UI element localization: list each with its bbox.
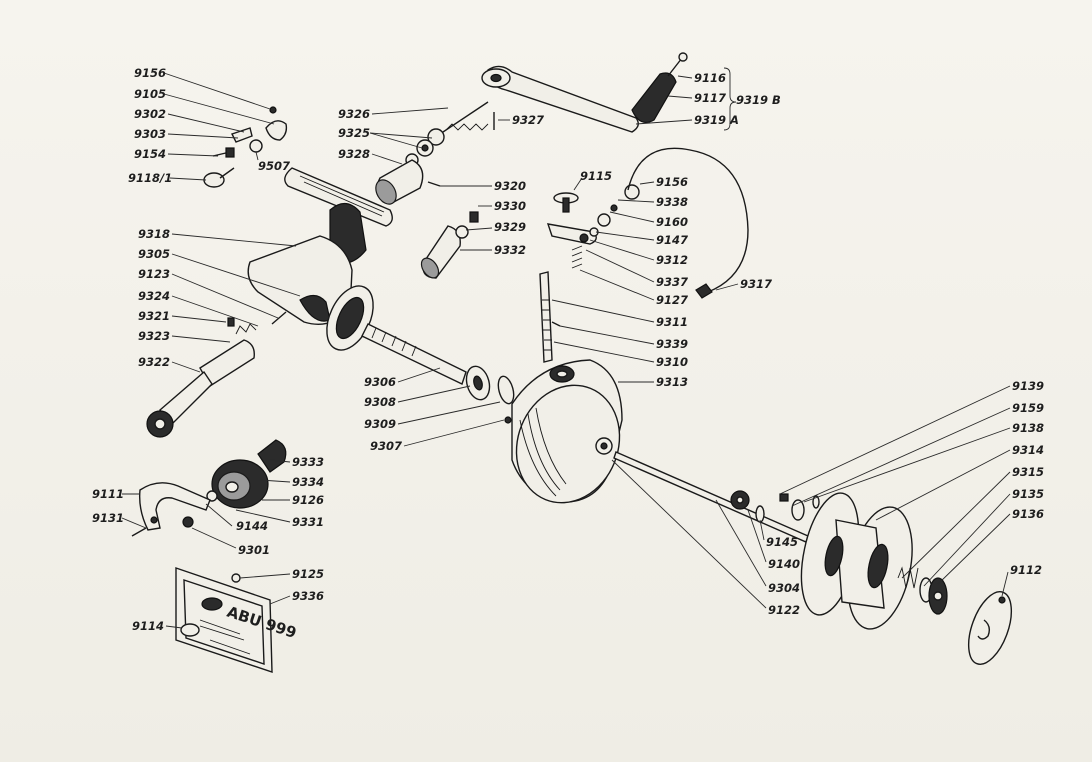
label-9319-a: 9319 A bbox=[694, 113, 739, 127]
label-9317: 9317 bbox=[740, 277, 772, 291]
label-9307: 9307 bbox=[370, 439, 402, 453]
label-9333: 9333 bbox=[292, 455, 324, 469]
label-9125: 9125 bbox=[292, 567, 324, 581]
label-9321: 9321 bbox=[138, 309, 170, 323]
label-9116: 9116 bbox=[694, 71, 726, 85]
label-9117: 9117 bbox=[694, 91, 726, 105]
label-9315: 9315 bbox=[1012, 465, 1044, 479]
label-9301: 9301 bbox=[238, 543, 270, 557]
brake-parts-cluster bbox=[546, 147, 749, 299]
label-9322: 9322 bbox=[138, 355, 170, 369]
label-9326: 9326 bbox=[338, 107, 370, 121]
label-9302: 9302 bbox=[134, 107, 166, 121]
small-screws-top-left bbox=[203, 106, 288, 188]
label-9304: 9304 bbox=[768, 581, 800, 595]
reel-parts-drawing bbox=[131, 52, 1013, 673]
label-9160: 9160 bbox=[656, 215, 688, 229]
label-9318: 9318 bbox=[138, 227, 170, 241]
label-9312: 9312 bbox=[656, 253, 688, 267]
label-9338: 9338 bbox=[656, 195, 688, 209]
label-9105: 9105 bbox=[134, 87, 166, 101]
label-9328: 9328 bbox=[338, 147, 370, 161]
label-9306: 9306 bbox=[364, 375, 396, 389]
sleeve-part bbox=[420, 211, 479, 279]
drag-spring-part bbox=[897, 566, 948, 615]
label-9303: 9303 bbox=[134, 127, 166, 141]
label-9339: 9339 bbox=[656, 337, 688, 351]
label-9127: 9127 bbox=[656, 293, 688, 307]
label-9156-a: 9156 bbox=[134, 66, 166, 80]
label-9305: 9305 bbox=[138, 247, 170, 261]
label-9123: 9123 bbox=[138, 267, 170, 281]
label-9313: 9313 bbox=[656, 375, 688, 389]
label-9139: 9139 bbox=[1012, 379, 1044, 393]
pawl-pin-part bbox=[539, 271, 561, 363]
label-9112: 9112 bbox=[1010, 563, 1042, 577]
spool-part bbox=[800, 492, 913, 630]
crank-handle-part bbox=[481, 52, 688, 133]
label-9308: 9308 bbox=[364, 395, 396, 409]
label-9330: 9330 bbox=[494, 199, 526, 213]
part-labels: 9156 9105 9302 9303 9154 9118/1 9507 932… bbox=[92, 66, 1044, 642]
leader-lines bbox=[121, 72, 1011, 629]
label-9145: 9145 bbox=[766, 535, 798, 549]
label-9325: 9325 bbox=[338, 126, 370, 140]
label-9334: 9334 bbox=[292, 475, 324, 489]
label-9144: 9144 bbox=[236, 519, 268, 533]
frame-body-part bbox=[247, 167, 393, 351]
label-9507: 9507 bbox=[258, 159, 290, 173]
lever-part bbox=[131, 482, 211, 537]
label-9114: 9114 bbox=[132, 619, 164, 633]
label-9324: 9324 bbox=[138, 289, 170, 303]
label-9126: 9126 bbox=[292, 493, 324, 507]
label-9147: 9147 bbox=[656, 233, 688, 247]
label-9310: 9310 bbox=[656, 355, 688, 369]
label-9115: 9115 bbox=[580, 169, 612, 183]
label-9311: 9311 bbox=[656, 315, 688, 329]
label-9122: 9122 bbox=[768, 603, 800, 617]
worm-shaft-part bbox=[361, 323, 515, 424]
spring-stack bbox=[375, 101, 495, 205]
spool-housing-part bbox=[511, 359, 623, 504]
label-9336: 9336 bbox=[292, 589, 324, 603]
label-9329: 9329 bbox=[494, 220, 526, 234]
label-9337: 9337 bbox=[656, 275, 688, 289]
star-drag-part bbox=[967, 591, 1013, 665]
group-bracket bbox=[723, 67, 737, 131]
label-9309: 9309 bbox=[364, 417, 396, 431]
label-9320: 9320 bbox=[494, 179, 526, 193]
label-9319-b: 9319 B bbox=[736, 93, 781, 107]
label-9327: 9327 bbox=[512, 113, 544, 127]
label-9331: 9331 bbox=[292, 515, 324, 529]
label-9135: 9135 bbox=[1012, 487, 1044, 501]
name-plate-part bbox=[175, 567, 273, 673]
label-9154: 9154 bbox=[134, 147, 166, 161]
label-9136: 9136 bbox=[1012, 507, 1044, 521]
drive-gear-part bbox=[206, 439, 287, 509]
label-9314: 9314 bbox=[1012, 443, 1044, 457]
label-9140: 9140 bbox=[768, 557, 800, 571]
label-9131: 9131 bbox=[92, 511, 124, 525]
label-9111: 9111 bbox=[92, 487, 124, 501]
label-9118-1: 9118/1 bbox=[128, 171, 172, 185]
label-9159: 9159 bbox=[1012, 401, 1044, 415]
label-9332: 9332 bbox=[494, 243, 526, 257]
pinion-shaft-part bbox=[146, 311, 287, 438]
spool-shaft-part bbox=[613, 451, 820, 543]
label-9156-b: 9156 bbox=[656, 175, 688, 189]
label-9323: 9323 bbox=[138, 329, 170, 343]
label-9138: 9138 bbox=[1012, 421, 1044, 435]
